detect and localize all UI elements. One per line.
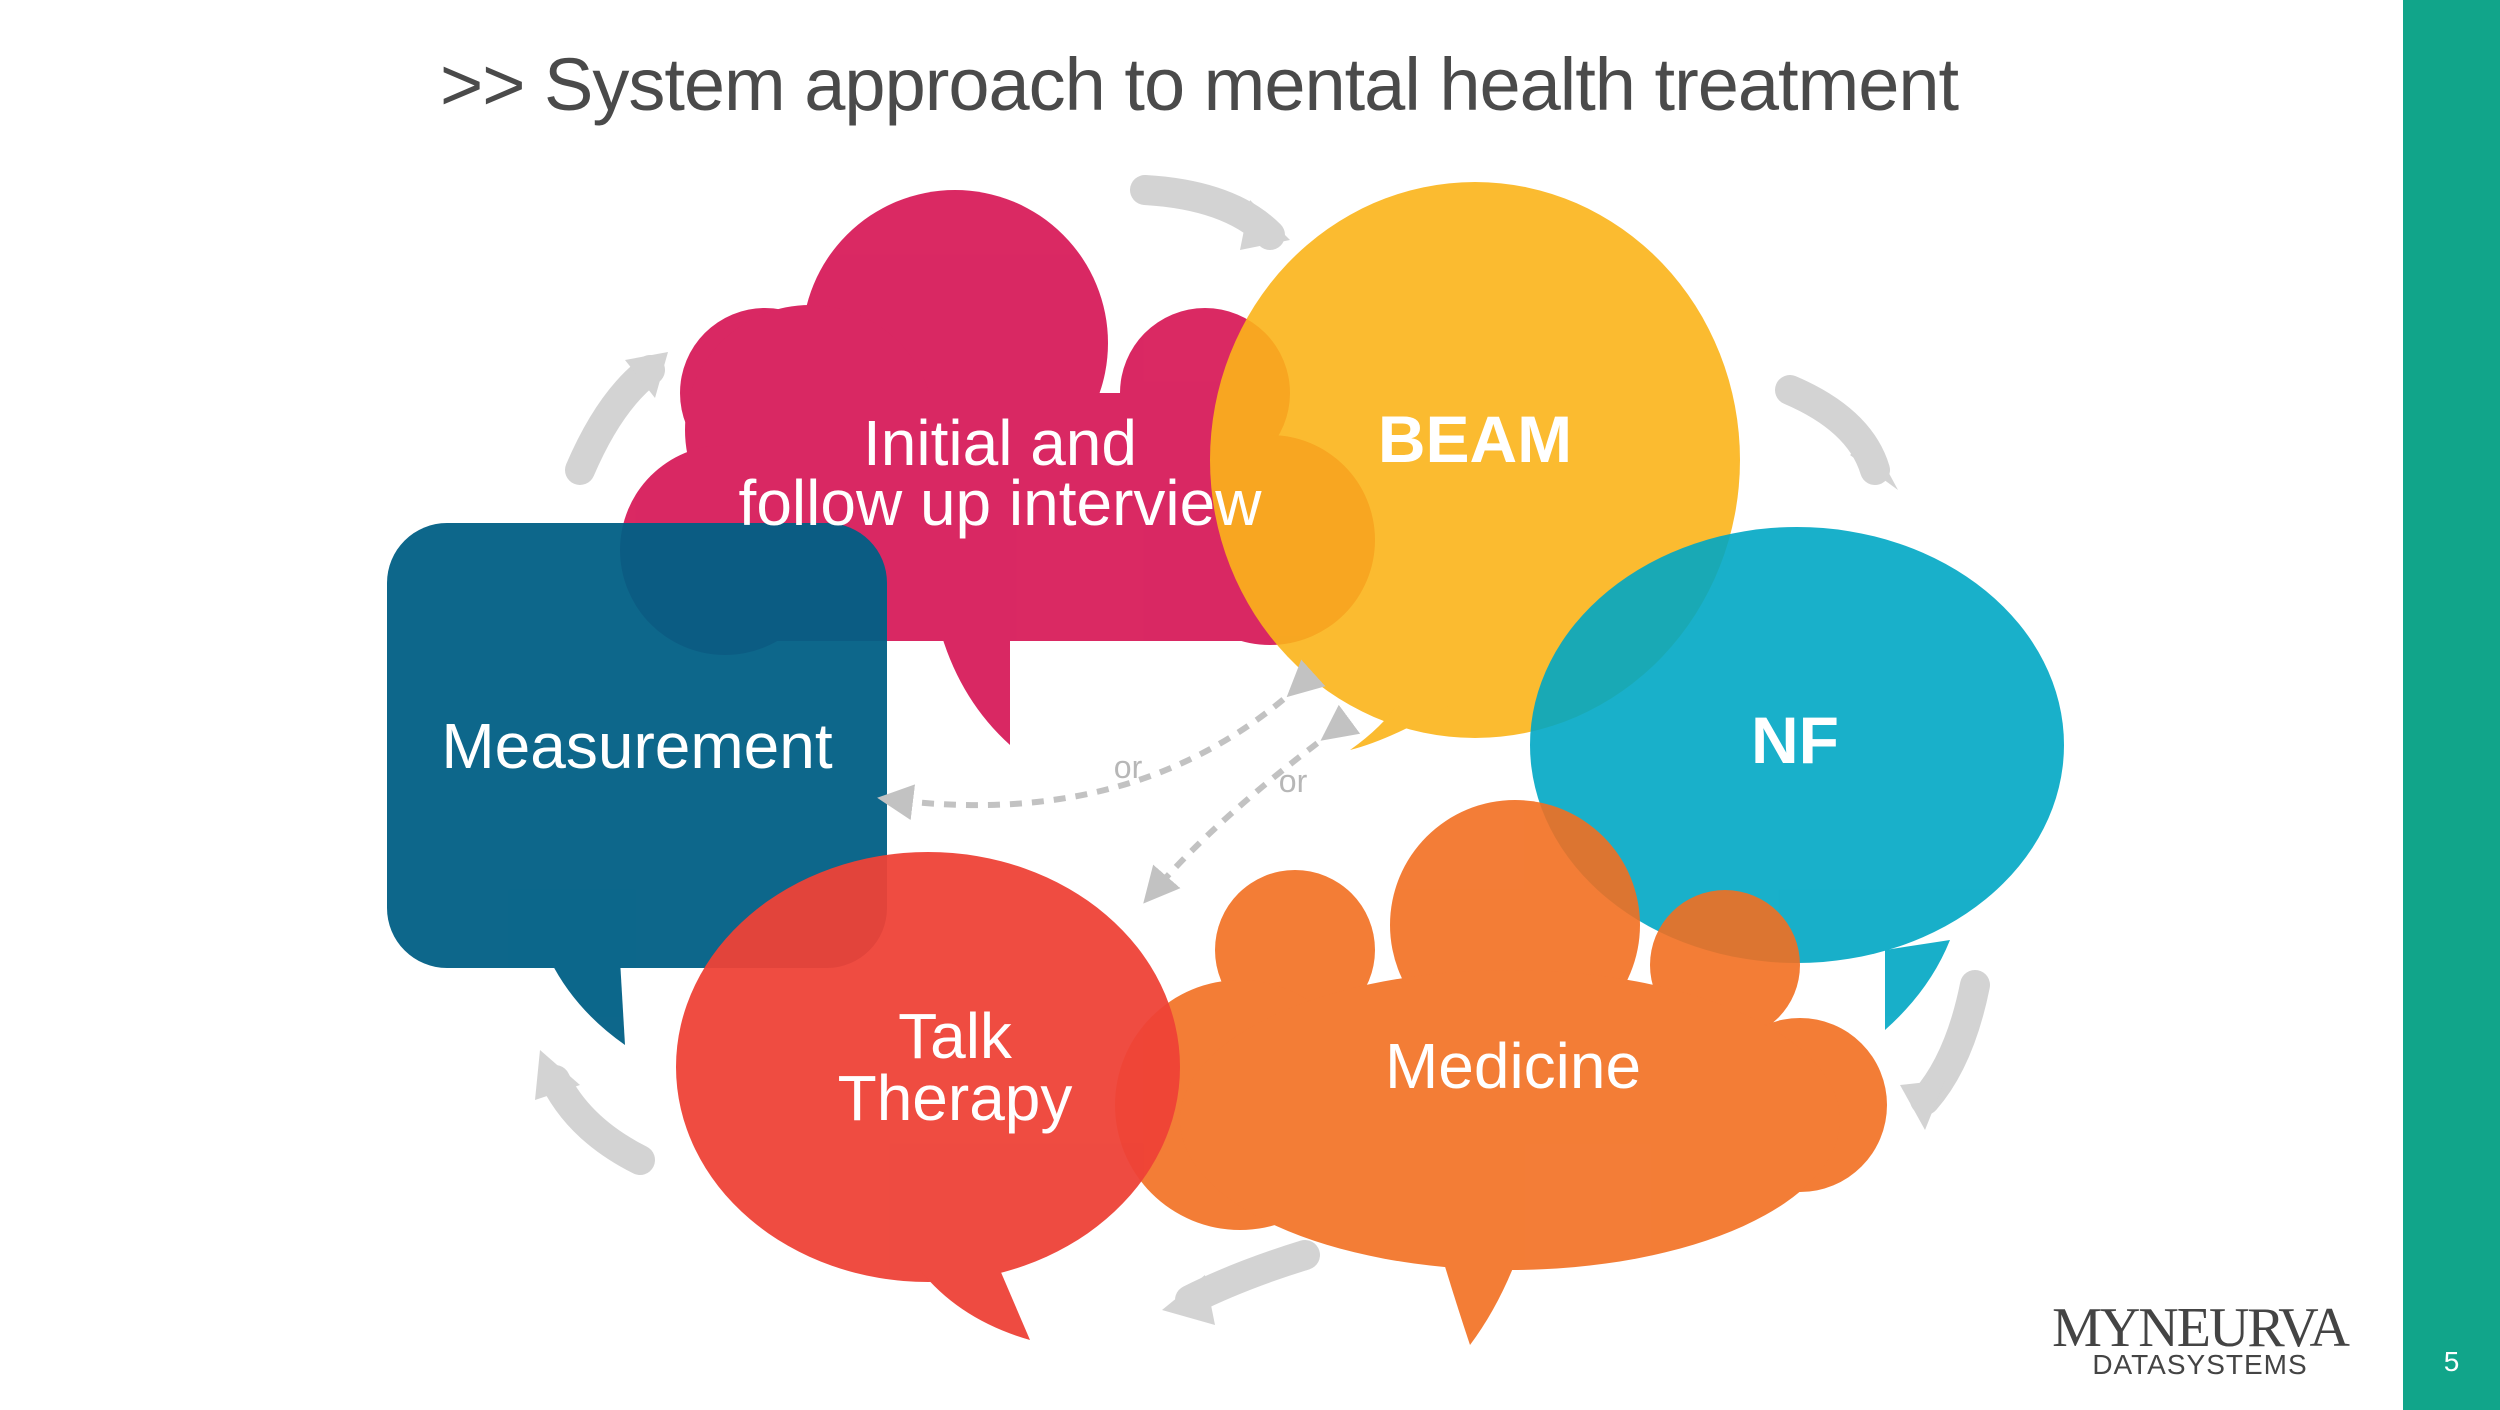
logo-wordmark: MYNEURVA bbox=[2052, 1297, 2350, 1359]
medicine-label: Medicine bbox=[1385, 1030, 1641, 1102]
dotted-connector-right bbox=[1143, 704, 1361, 904]
page-number: 5 bbox=[2443, 1346, 2460, 1377]
nf-bubble bbox=[1530, 527, 2064, 1030]
dotted-connector-left bbox=[877, 659, 1326, 821]
or-label-left: or bbox=[1114, 749, 1143, 785]
talk-therapy-label-line1: Talk bbox=[898, 1000, 1013, 1072]
medicine-bubble bbox=[1115, 800, 1887, 1345]
measurement-label: Measurement bbox=[441, 710, 833, 782]
logo-subtitle: DATASYSTEMS bbox=[2092, 1349, 2308, 1380]
interview-label-line1: Initial and bbox=[863, 407, 1137, 479]
cycle-arrow-6 bbox=[565, 352, 668, 485]
beam-label: BEAM bbox=[1378, 402, 1572, 476]
cycle-diagram: or or Initial and follow up interview BE… bbox=[387, 175, 2064, 1345]
talk-therapy-label-line2: Therapy bbox=[838, 1062, 1073, 1134]
talk-therapy-bubble bbox=[676, 852, 1180, 1340]
nf-label: NF bbox=[1751, 703, 1839, 777]
cycle-arrow-4 bbox=[1162, 1240, 1320, 1325]
or-label-right: or bbox=[1279, 763, 1308, 799]
cycle-arrow-3 bbox=[1900, 970, 1990, 1130]
accent-sidebar bbox=[2403, 0, 2500, 1410]
cycle-arrow-2 bbox=[1775, 375, 1898, 490]
cycle-arrow-1 bbox=[1130, 175, 1290, 250]
myneurva-logo: MYNEURVA DATASYSTEMS bbox=[2040, 1300, 2360, 1380]
measurement-bubble bbox=[387, 523, 887, 1045]
slide-title: >> System approach to mental health trea… bbox=[440, 43, 1959, 126]
cycle-arrow-5 bbox=[535, 1050, 655, 1175]
interview-label-line2: follow up interview bbox=[739, 467, 1263, 539]
